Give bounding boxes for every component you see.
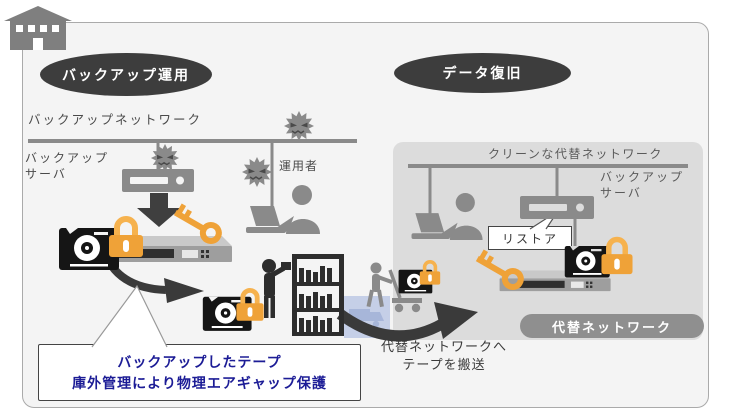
padlock-icon <box>598 234 636 276</box>
key-icon <box>167 200 227 250</box>
backup-operation-badge: バックアップ運用 <box>40 53 212 96</box>
padlock-icon <box>234 285 266 323</box>
key-icon <box>469 246 529 296</box>
data-recovery-label: データ復旧 <box>442 65 523 81</box>
virus-icon <box>150 143 180 173</box>
backup-server-label: バックアップ サーバ <box>600 169 684 201</box>
person-laptop-icon <box>406 192 490 240</box>
alt-network-label: 代替ネットワーク <box>551 319 672 335</box>
backup-server-icon <box>520 196 594 219</box>
backup-network-label: バックアップネットワーク <box>28 113 203 127</box>
padlock-icon <box>106 213 146 259</box>
virus-icon <box>241 156 273 188</box>
restore-label: リストア <box>501 231 558 246</box>
airgap-note-line2: 庫外管理により物理エアギャップ保護 <box>72 374 327 391</box>
backup-operation-label: バックアップ運用 <box>62 66 190 83</box>
backup-server-label: バックアップ サーバ <box>25 150 109 182</box>
transport-label-line2: テープを搬送 <box>402 356 486 372</box>
transport-label-line1: 代替ネットワークへ <box>380 339 507 354</box>
operator-label: 運用者 <box>279 159 319 173</box>
person-laptop-icon <box>242 184 326 234</box>
backup-server-label-line2: サーバ <box>600 186 642 201</box>
alt-network-pill: 代替ネットワーク <box>520 314 704 338</box>
data-recovery-badge: データ復旧 <box>394 53 571 93</box>
backup-server-label-line2: サーバ <box>25 167 67 182</box>
cart-person-icon <box>362 262 428 318</box>
tape-cartridge-icon <box>58 225 122 271</box>
backup-server-icon <box>122 169 194 192</box>
building-icon <box>4 4 72 50</box>
backup-server-label-line1: バックアップ <box>600 170 685 184</box>
tape-cartridge-icon <box>564 239 612 283</box>
transport-label: 代替ネットワークへ テープを搬送 <box>370 338 518 373</box>
airgap-note-line1: バックアップしたテープ <box>117 353 282 370</box>
virus-icon <box>283 110 315 142</box>
clean-network-label: クリーンな代替ネットワーク <box>488 147 663 161</box>
airgap-note-box: バックアップしたテープ 庫外管理により物理エアギャップ保護 <box>38 344 361 401</box>
backup-server-label-line1: バックアップ <box>25 151 110 165</box>
shelf-rack-icon <box>256 252 348 338</box>
padlock-icon <box>418 258 442 286</box>
restore-callout-box: リストア <box>488 226 572 250</box>
